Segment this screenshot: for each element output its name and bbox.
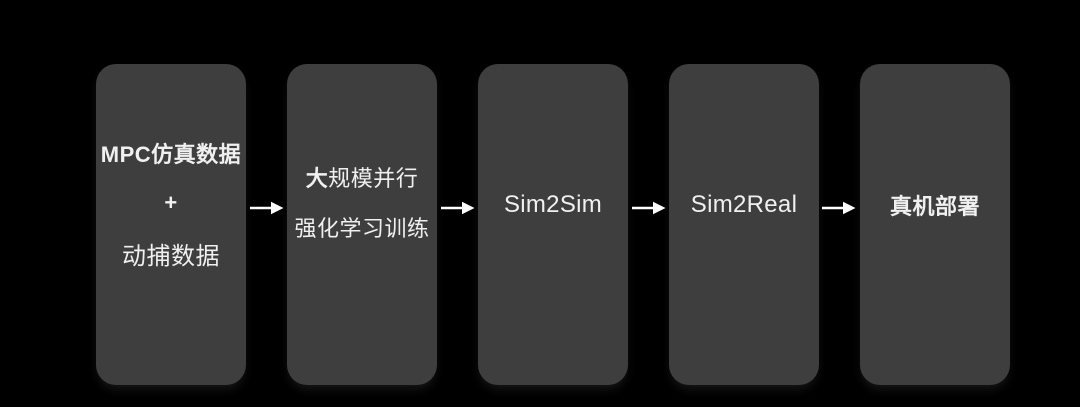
node-training-data: MPC仿真数据 + 动捕数据 — [96, 64, 246, 385]
node-label-line: 真机部署 — [860, 180, 1010, 230]
node-rl-training-content: 大规模并行 强化学习训练 — [287, 152, 437, 252]
node-label-line: 强化学习训练 — [287, 202, 437, 252]
node-label-text: 规模并行 — [328, 166, 419, 191]
node-label-line: Sim2Sim — [478, 180, 628, 230]
node-real-deployment-content: 真机部署 — [860, 180, 1010, 230]
node-label-line: 动捕数据 — [96, 228, 246, 278]
right-arrow-icon — [632, 200, 666, 216]
node-sim2sim-content: Sim2Sim — [478, 180, 628, 230]
node-real-deployment: 真机部署 — [860, 64, 1010, 385]
node-label-text: 大 — [305, 166, 329, 191]
node-rl-training: 大规模并行 强化学习训练 — [287, 64, 437, 385]
plus-text: + — [164, 190, 178, 215]
right-arrow-icon — [822, 200, 856, 216]
node-label-text: MPC仿真数据 — [100, 142, 242, 167]
node-training-data-content: MPC仿真数据 + 动捕数据 — [96, 128, 246, 278]
node-label-text: 强化学习训练 — [294, 216, 430, 241]
node-label-text: Sim2Real — [690, 191, 798, 218]
node-label-text: 动捕数据 — [122, 242, 220, 270]
node-label-text: 真机部署 — [889, 194, 980, 219]
right-arrow-icon — [441, 200, 475, 216]
node-sim2real: Sim2Real — [669, 64, 819, 385]
node-sim2sim: Sim2Sim — [478, 64, 628, 385]
node-label-text: Sim2Sim — [503, 191, 603, 218]
node-label-line: MPC仿真数据 — [96, 128, 246, 178]
node-label-line: Sim2Real — [669, 180, 819, 230]
right-arrow-icon — [250, 200, 284, 216]
node-sim2real-content: Sim2Real — [669, 180, 819, 230]
plus-separator: + — [96, 178, 246, 228]
node-label-line: 大规模并行 — [287, 152, 437, 202]
